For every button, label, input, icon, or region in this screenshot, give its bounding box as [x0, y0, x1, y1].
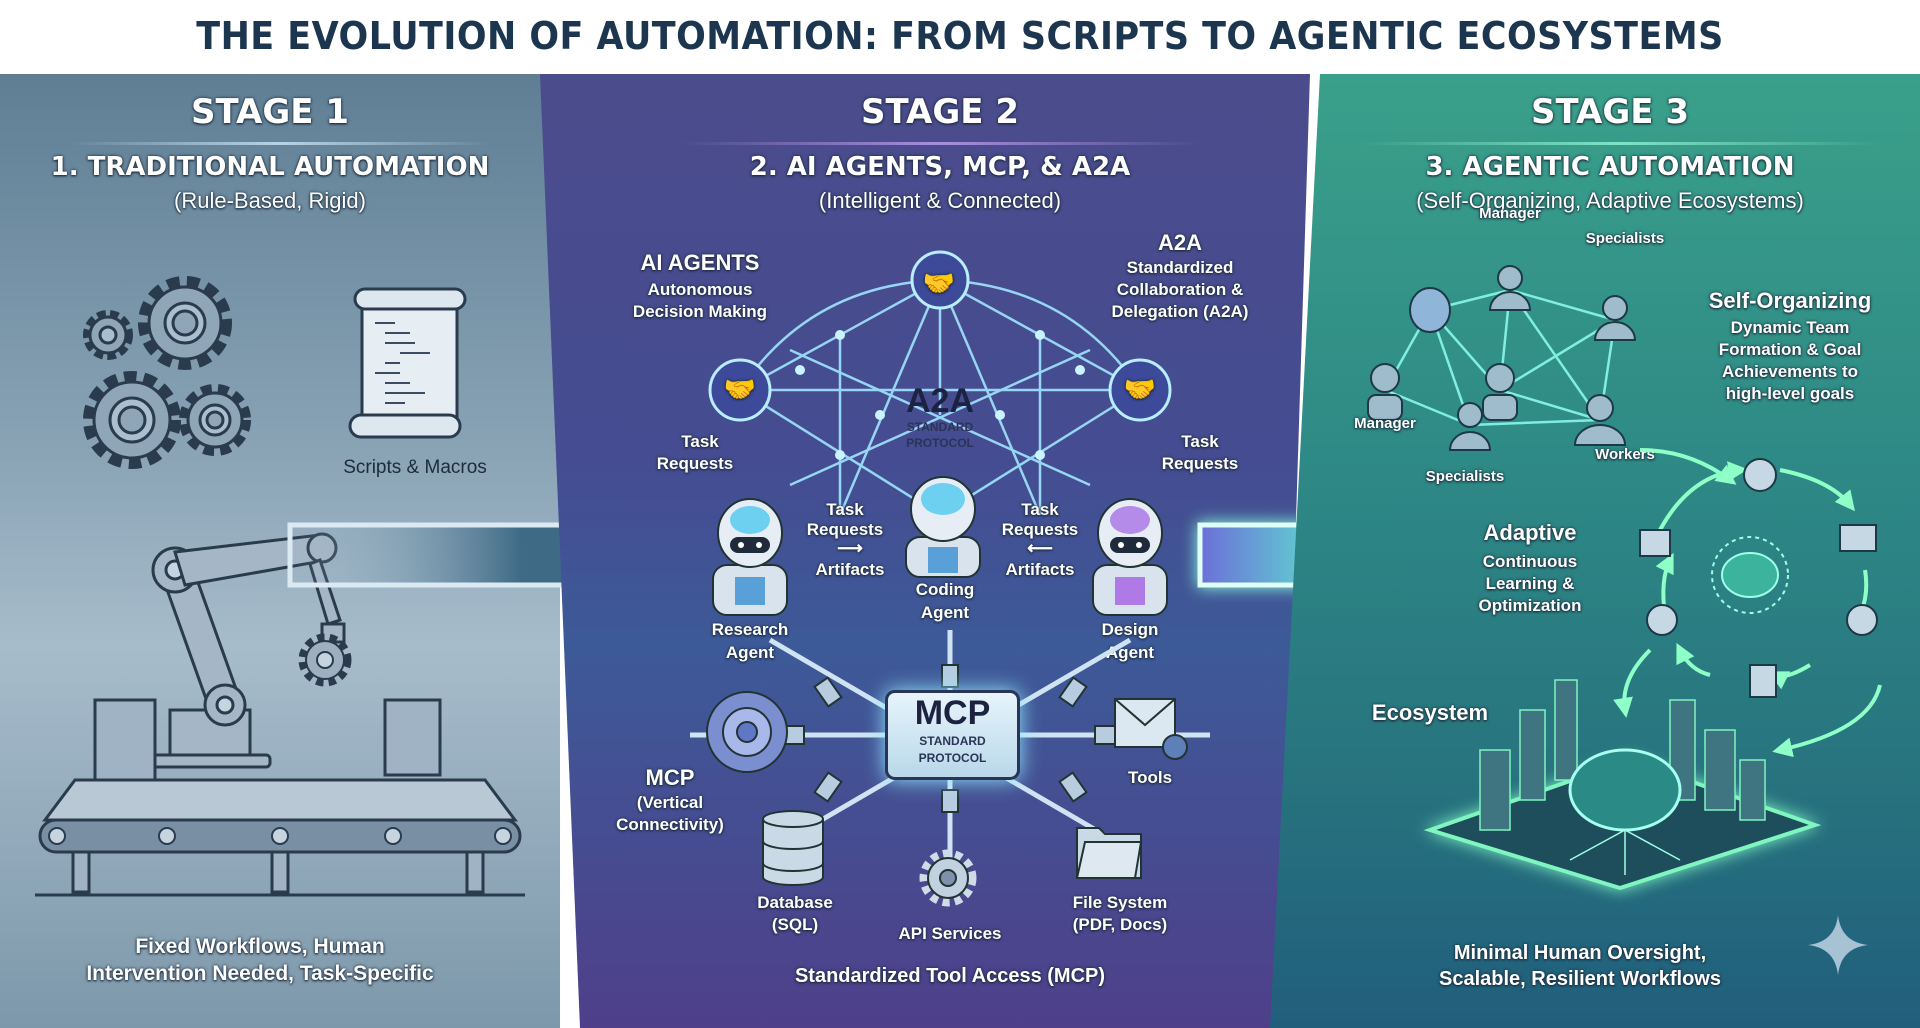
ecosystem-city-brain-icon [1423, 679, 1822, 891]
mcp-note-line1: (Vertical [636, 793, 704, 812]
a2a-note-title: A2A [1157, 230, 1202, 255]
stage-1-label: STAGE 1 [191, 92, 349, 132]
api-services-label: API Services [898, 924, 1002, 943]
adaptive-line2: Learning & [1485, 574, 1575, 593]
mcp-hub-line2: PROTOCOL [918, 751, 987, 765]
research-agent-line1: Research [711, 620, 789, 639]
stage-3-label: STAGE 3 [1531, 92, 1689, 132]
stage-1-divider [70, 142, 490, 145]
file-system-label-line1: File System [1072, 893, 1168, 912]
stage-1-subheading: (Rule-Based, Rigid) [174, 188, 366, 213]
stage-3-footer-line1: Minimal Human Oversight, [1453, 942, 1707, 964]
mcp-hub-title: MCP [914, 694, 991, 732]
flow-right-arrow-icon: ⟵ [1027, 538, 1053, 558]
a2a-note-line2: Collaboration & [1116, 280, 1244, 299]
gripper-gear-icon [298, 633, 352, 687]
a2a-network [708, 250, 1172, 517]
database-icon [762, 810, 824, 886]
research-agent-icon [712, 498, 788, 616]
stage-3-footer-line2: Scalable, Resilient Workflows [1439, 968, 1721, 990]
a2a-hub-line1: STANDARD [906, 420, 974, 434]
mcp-hub [885, 690, 1020, 780]
flow-left-line3: Artifacts [815, 560, 885, 579]
mcp-hub-line1: STANDARD [919, 734, 986, 748]
coding-agent-icon [905, 476, 981, 578]
handshake-icon-top: 🤝 [922, 268, 956, 298]
a2a-note-line1: Standardized [1126, 258, 1234, 277]
design-agent-line1: Design [1101, 620, 1159, 639]
handshake-icon-right: 🤝 [1123, 374, 1157, 404]
file-system-label-line2: (PDF, Docs) [1072, 915, 1168, 934]
stage-1-footer-line1: Fixed Workflows, Human [135, 935, 385, 958]
task-requests-right-line1: Task [1181, 432, 1219, 451]
email-tools-icon [1114, 698, 1188, 760]
design-agent-icon [1092, 498, 1168, 616]
a2a-hub-title: A2A [905, 382, 975, 420]
task-requests-left-line2: Requests [656, 454, 734, 473]
coding-agent-line2: Agent [920, 603, 970, 622]
database-label-line2: (SQL) [771, 915, 819, 934]
ai-agents-line2: Decision Making [632, 302, 768, 321]
api-services-gear-icon [919, 849, 977, 907]
stage-2-subheading: (Intelligent & Connected) [818, 188, 1062, 213]
self-organizing-line3: Achievements to [1721, 362, 1859, 381]
stage-1-heading: 1. TRADITIONAL AUTOMATION [50, 152, 490, 182]
mcp-note-title: MCP [645, 765, 695, 790]
stage-2-label: STAGE 2 [861, 92, 1019, 132]
ai-agents-line1: Autonomous [647, 280, 753, 299]
role-manager-left: Manager [1354, 415, 1416, 432]
a2a-hub-line2: PROTOCOL [906, 436, 974, 450]
stage-3-heading: 3. AGENTIC AUTOMATION [1425, 152, 1795, 182]
coding-agent-line1: Coding [915, 580, 975, 599]
adaptive-title: Adaptive [1483, 520, 1577, 545]
script-scroll-icon [348, 287, 467, 439]
role-manager-top: Manager [1479, 205, 1541, 222]
task-requests-left-line1: Task [681, 432, 719, 451]
self-organizing-line4: high-level goals [1725, 384, 1855, 403]
role-specialists-bottom: Specialists [1425, 468, 1505, 485]
file-system-folder-icon [1075, 827, 1143, 879]
a2a-note-line3: Delegation (A2A) [1111, 302, 1249, 321]
self-organizing-line1: Dynamic Team [1730, 318, 1850, 337]
stage-3-subheading: (Self-Organizing, Adaptive Ecosystems) [1416, 188, 1804, 213]
ai-agents-title: AI AGENTS [640, 250, 760, 275]
stage-1-footer-line2: Intervention Needed, Task-Specific [86, 962, 434, 985]
stage-2-footer: Standardized Tool Access (MCP) [794, 965, 1106, 987]
flow-left-line1: Task [826, 500, 864, 519]
flow-left-line2: Requests [806, 520, 884, 539]
stage-3-divider [1360, 142, 1880, 145]
database-label-line1: Database [757, 893, 833, 912]
gears-icon [83, 276, 251, 469]
scripts-macros-label: Scripts & Macros [343, 457, 487, 478]
research-agent-line2: Agent [725, 643, 775, 662]
stage-2-divider [680, 142, 1200, 145]
tools-label: Tools [1127, 768, 1173, 787]
page-title: THE EVOLUTION OF AUTOMATION: FROM SCRIPT… [196, 14, 1724, 58]
task-requests-right-line2: Requests [1161, 454, 1239, 473]
adaptive-cycle [1613, 448, 1882, 758]
handshake-icon-left: 🤝 [723, 374, 757, 404]
sparkle-icon [1808, 915, 1868, 975]
self-organizing-title: Self-Organizing [1708, 288, 1872, 313]
team-network [1367, 265, 1637, 451]
vertical-connectivity-disc-icon [706, 691, 788, 773]
flow-right-line2: Requests [1001, 520, 1079, 539]
adaptive-line3: Optimization [1478, 596, 1582, 615]
conveyor-belt-icon [35, 698, 525, 897]
mcp-note-line2: Connectivity) [616, 815, 724, 834]
role-workers: Workers [1595, 446, 1655, 463]
self-organizing-line2: Formation & Goal [1718, 340, 1862, 359]
stage-2-heading: 2. AI AGENTS, MCP, & A2A [749, 152, 1131, 182]
flow-right-line1: Task [1021, 500, 1059, 519]
flow-left-arrow-icon: ⟶ [837, 538, 863, 558]
ecosystem-label: Ecosystem [1371, 700, 1489, 725]
role-specialists-top: Specialists [1585, 230, 1665, 247]
flow-right-line3: Artifacts [1005, 560, 1075, 579]
adaptive-line1: Continuous [1482, 552, 1578, 571]
